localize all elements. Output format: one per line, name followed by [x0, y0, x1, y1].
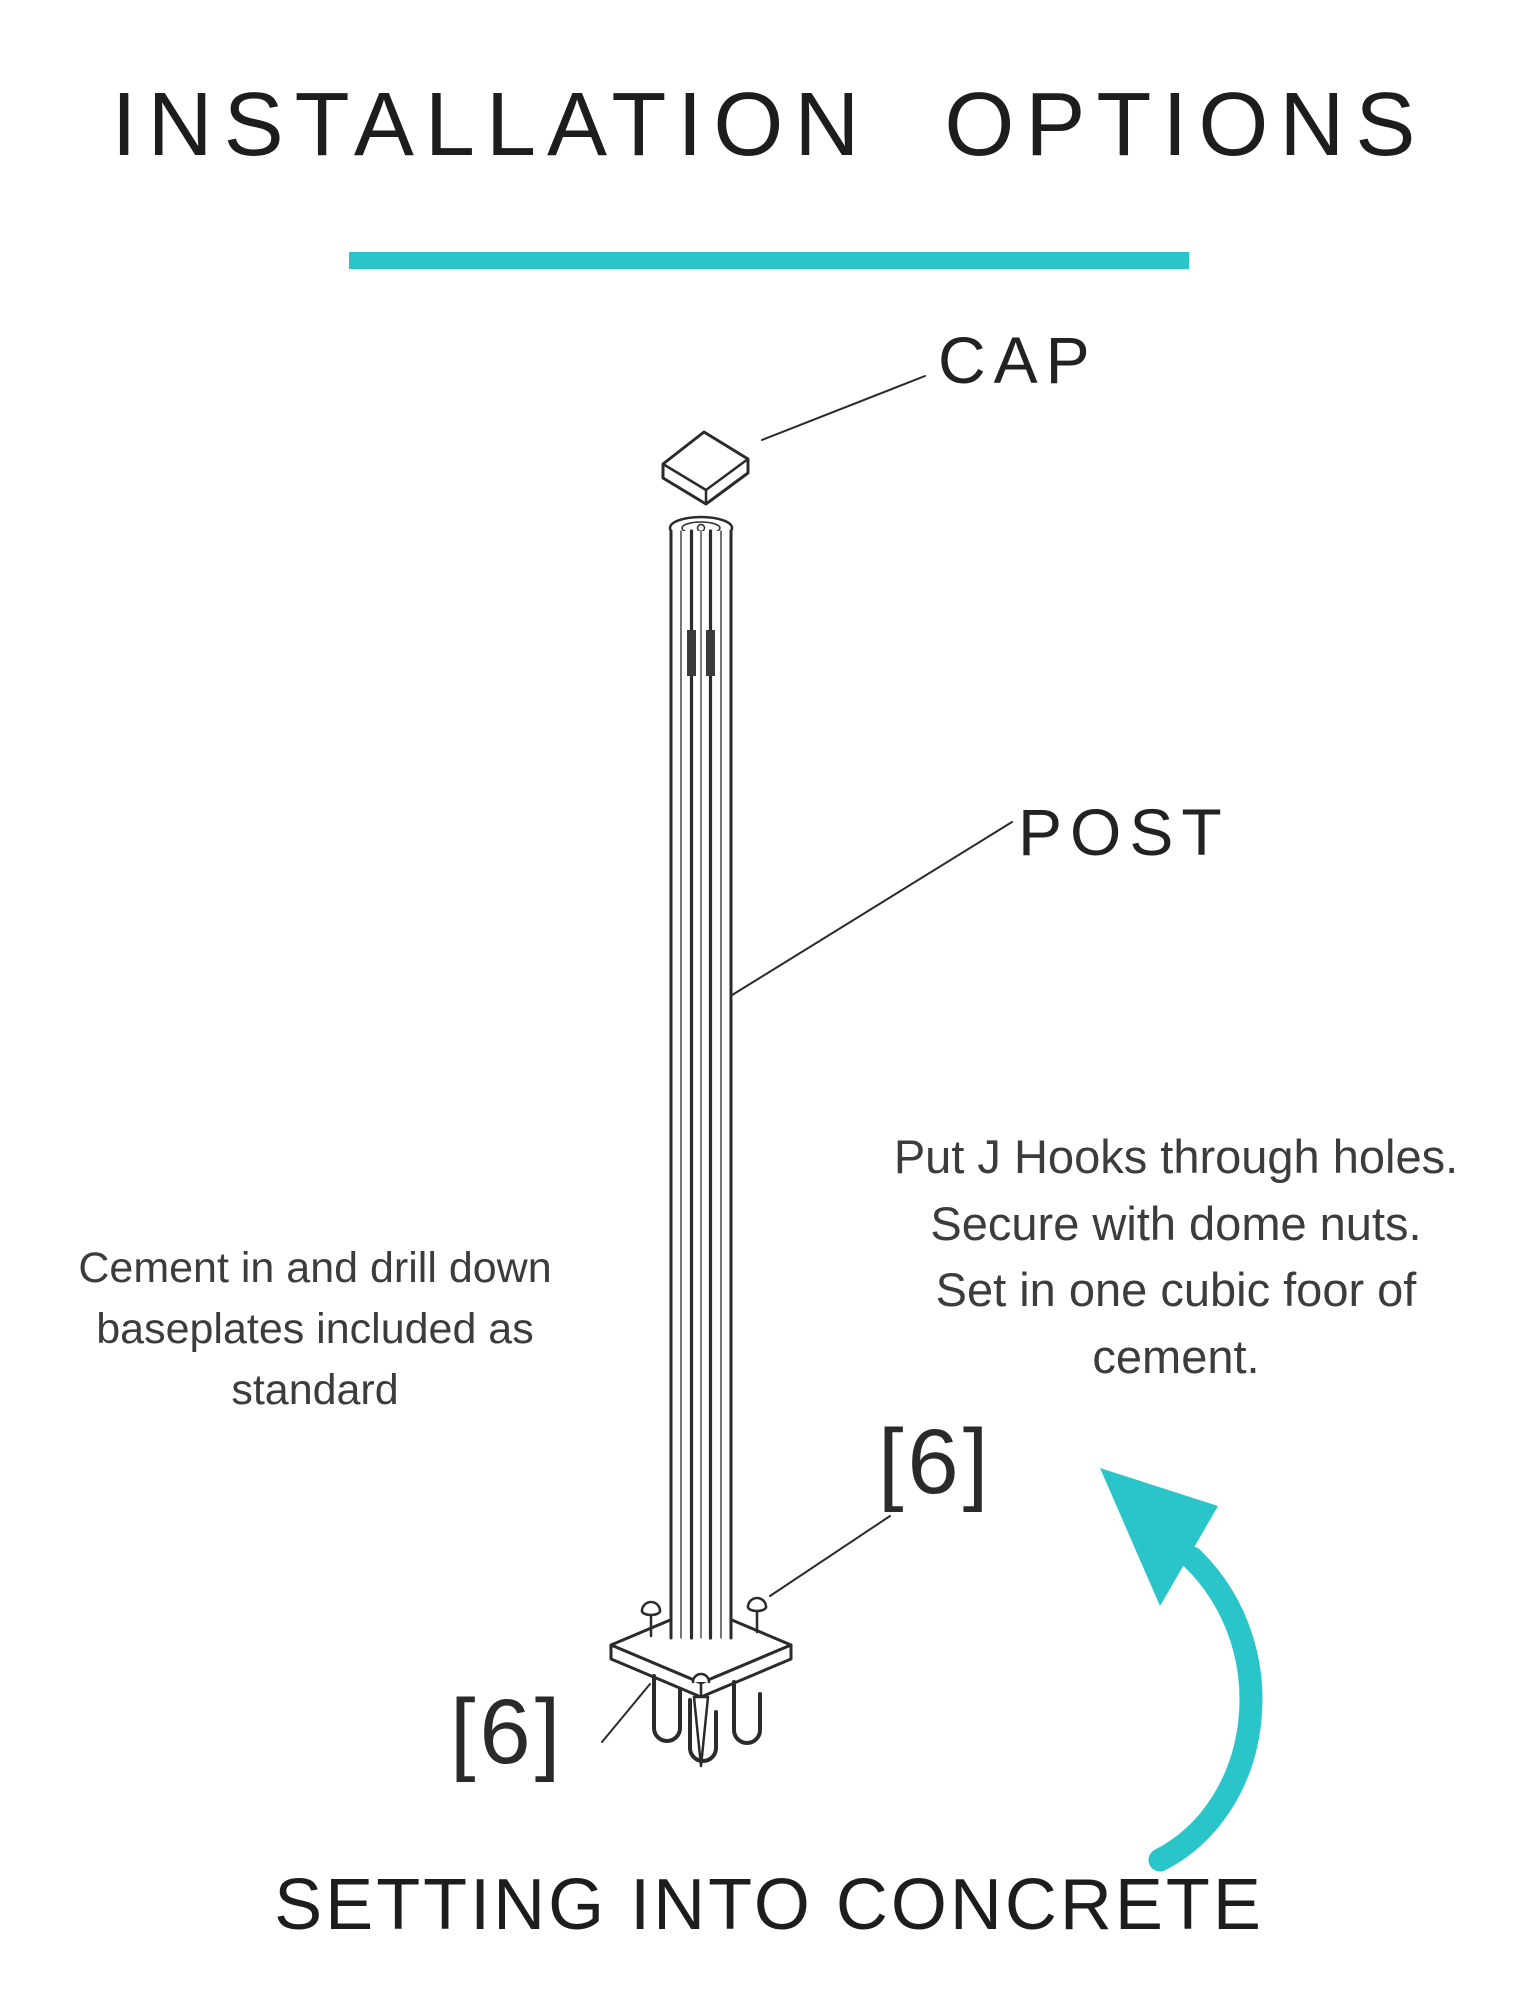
cement-note-line: standard — [231, 1366, 399, 1415]
jhook-note-line: Put J Hooks through holes. — [893, 1130, 1459, 1183]
cement-note: Cement in and drill down baseplates incl… — [8, 1238, 622, 1421]
dome-nut-center — [691, 1672, 711, 1684]
cement-note-line: Cement in and drill down — [78, 1244, 552, 1292]
post-shade-band — [687, 630, 696, 676]
dome-nuts-drawing — [640, 1596, 768, 1684]
j-hooks-drawing — [652, 1674, 762, 1763]
ground-spike-drawing — [692, 1695, 710, 1768]
accent-divider — [349, 252, 1189, 269]
cement-note-line: baseplates included as — [96, 1305, 534, 1354]
post-drawing — [668, 515, 734, 1640]
page-title: INSTALLATION OPTIONS — [111, 75, 1427, 175]
cap-label: CAP — [938, 323, 1098, 397]
j-hook — [688, 1698, 718, 1763]
dome-nut-left — [640, 1600, 662, 1638]
jhook-note-line: Secure with dome nuts. — [930, 1196, 1422, 1250]
post-leader-line — [723, 821, 1013, 1001]
dome-nut-right — [746, 1596, 768, 1634]
curved-arrow-icon — [1100, 1468, 1263, 1872]
baseplate-drawing — [609, 1605, 793, 1699]
jhook-note: Put J Hooks through holes. Secure with d… — [842, 1124, 1510, 1391]
j-hook — [652, 1674, 682, 1743]
qty-label-right: [6] — [878, 1411, 993, 1513]
qty-left-leader-line — [601, 1683, 651, 1743]
qty-label-left: [6] — [450, 1681, 565, 1783]
cap-leader-line — [761, 375, 926, 441]
jhook-note-line: Set in one cubic foor of — [935, 1263, 1417, 1317]
post-shade-band — [706, 630, 715, 676]
post-label: POST — [1018, 795, 1230, 869]
footer-title: SETTING INTO CONCRETE — [274, 1865, 1264, 1945]
jhook-note-line: cement. — [1092, 1330, 1260, 1384]
qty-right-leader-line — [769, 1515, 891, 1597]
accent-divider-bar — [349, 252, 1189, 269]
j-hook — [732, 1680, 762, 1745]
cap-drawing — [661, 430, 750, 506]
